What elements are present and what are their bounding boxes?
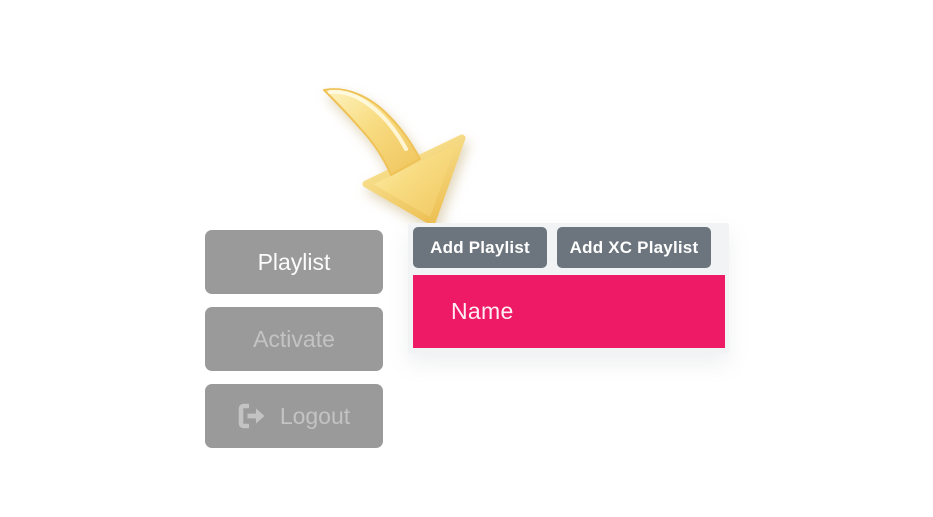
activate-button-label: Activate [253,325,335,352]
table-header-name: Name [413,275,725,348]
sidebar-item-logout[interactable]: Logout [205,384,383,448]
playlist-panel: Add Playlist Add XC Playlist Name [408,223,729,354]
curved-arrow-icon [308,76,486,228]
sidebar-item-playlist[interactable]: Playlist [205,230,383,294]
logout-icon [238,403,268,429]
add-playlist-button[interactable]: Add Playlist [413,227,547,268]
logout-button-label: Logout [279,402,351,429]
name-column-label: Name [451,298,514,324]
add-xc-playlist-button[interactable]: Add XC Playlist [557,227,711,268]
sidebar-item-activate[interactable]: Activate [205,307,383,371]
playlist-button-label: Playlist [257,248,331,275]
